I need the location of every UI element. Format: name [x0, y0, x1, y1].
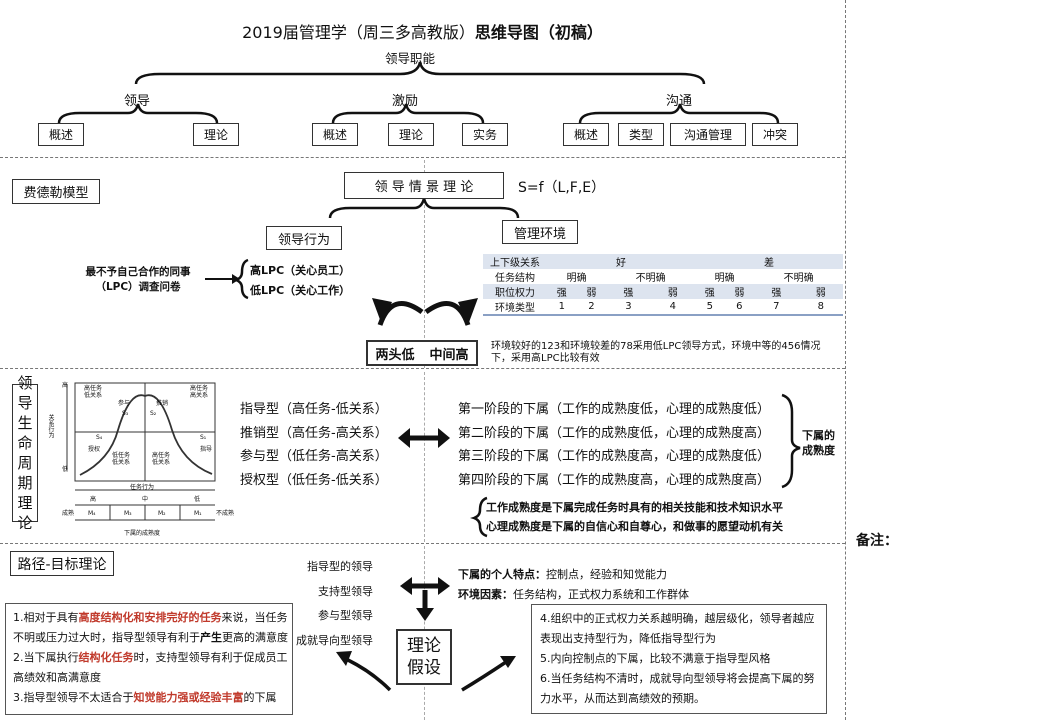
- maturity-definitions: 工作成熟度是下属完成任务时具有的相关技能和技术知识水平心理成熟度是下属的自信心和…: [486, 501, 783, 533]
- leader-types: 指导型的领导支持型领导参与型领导成就导向型领导: [296, 560, 373, 647]
- environment-table: 上下级关系好差 任务结构明确不明确明确不明确 职位权力强弱强弱强弱强弱 环境类型…: [483, 254, 843, 316]
- chart-tr: 高任务高关系: [190, 385, 209, 399]
- m4: M₄: [88, 510, 96, 517]
- chart-s2: S₂: [150, 410, 157, 417]
- m-low: 低: [194, 496, 201, 503]
- group-leadership: 领导: [124, 94, 151, 109]
- task-axis: 任务行为: [130, 484, 155, 491]
- group-communication: 沟通: [666, 94, 693, 109]
- section-path-goal-label: 路径-目标理论: [10, 551, 114, 576]
- leadership-styles: 指导型（高任务-低关系）推销型（高任务-高关系）参与型（低任务-高关系）授权型（…: [240, 402, 388, 488]
- group-motivation: 激励: [392, 94, 419, 109]
- m-immature: 不成熟: [216, 510, 235, 517]
- m1: M₁: [194, 510, 202, 517]
- low-lpc: 低LPC（关心工作）: [250, 284, 351, 297]
- chart-delegate: 授权: [88, 446, 101, 453]
- node-comm-overview[interactable]: 概述: [563, 123, 609, 146]
- lpc-questionnaire: 最不予自己合作的同事（LPC）调查问卷: [85, 266, 191, 293]
- subordinate-stages: 第一阶段的下属（工作的成熟度低，心理的成熟度低）第二阶段的下属（工作的成熟度低，…: [458, 402, 771, 488]
- notes-label: 备注：: [856, 533, 898, 549]
- node-comm-conflict[interactable]: 冲突: [752, 123, 798, 146]
- subordinate-maturity: 下属的成熟度: [802, 429, 835, 457]
- maturity-caption: 下属的成熟度: [124, 530, 161, 537]
- center-line-2: [424, 372, 425, 542]
- env-factors: 环境因素：任务结构，正式权力系统和工作群体: [458, 588, 689, 601]
- node-comm-types[interactable]: 类型: [618, 123, 664, 146]
- node-leadership-theory[interactable]: 理论: [193, 123, 239, 146]
- fiedler-note: 环境较好的123和环境较差的78采用低LPC领导方式，环境中等的456情况下，采…: [491, 341, 821, 364]
- notes-divider: [845, 0, 846, 720]
- chart-direct: 指导: [200, 446, 213, 453]
- chart-bl: 低任务低关系: [112, 452, 131, 466]
- fiedler-formula: S=f（L,F,E）: [518, 180, 606, 196]
- center-line-1: [424, 160, 425, 368]
- divider-2: [0, 368, 845, 369]
- axis-high: 高: [62, 382, 69, 389]
- divider-3: [0, 543, 845, 544]
- chart-tl: 高任务低关系: [84, 385, 103, 399]
- hypothesis-right-box: 4.组织中的正式权力关系越明确，越层级化，领导者越应表现出支持型行为，降低指导型…: [531, 604, 827, 714]
- m2: M₂: [158, 510, 166, 517]
- node-leader-behavior[interactable]: 领导行为: [266, 226, 342, 250]
- page-title: 2019届管理学（周三多高教版）思维导图（初稿）: [242, 23, 603, 42]
- high-lpc: 高LPC（关心员工）: [250, 264, 351, 277]
- m-mature: 成熟: [62, 510, 75, 517]
- relation-axis: 关系行为: [47, 414, 54, 438]
- divider-1: [0, 157, 845, 158]
- section-lifecycle-label: 领导生命周期理论: [12, 374, 38, 532]
- personal-traits: 下属的个人特点：控制点，经验和知觉能力: [458, 568, 667, 581]
- two-ends-low-middle-high: 两头低中间高: [366, 340, 478, 366]
- chart-br: 高任务低关系: [152, 452, 171, 466]
- m-mid: 中: [142, 496, 149, 503]
- hypothesis-left-box: 1.相对于具有高度结构化和安排完好的任务来说，当任务 不明或压力过大时，指导型领…: [5, 603, 293, 715]
- node-comm-management[interactable]: 沟通管理: [670, 123, 746, 146]
- chart-participate: 参与: [118, 400, 131, 407]
- node-leadership-overview[interactable]: 概述: [38, 123, 84, 146]
- axis-low: 低: [62, 466, 69, 473]
- node-motivation-practice[interactable]: 实务: [462, 123, 508, 146]
- chart-s3: S₃: [122, 410, 129, 417]
- chart-s1: S₁: [200, 434, 207, 441]
- node-management-env[interactable]: 管理环境: [502, 220, 578, 244]
- functions-root: 领导职能: [385, 51, 436, 66]
- chart-sell: 推销: [156, 400, 169, 407]
- m3: M₃: [124, 510, 132, 517]
- fiedler-title: 领 导 情 景 理 论: [344, 172, 504, 199]
- node-motivation-theory[interactable]: 理论: [388, 123, 434, 146]
- node-motivation-overview[interactable]: 概述: [312, 123, 358, 146]
- m-high: 高: [90, 496, 97, 503]
- theory-hypothesis[interactable]: 理论假设: [396, 629, 452, 685]
- section-fiedler-label: 费德勒模型: [12, 179, 100, 204]
- chart-s4: S₄: [96, 434, 103, 441]
